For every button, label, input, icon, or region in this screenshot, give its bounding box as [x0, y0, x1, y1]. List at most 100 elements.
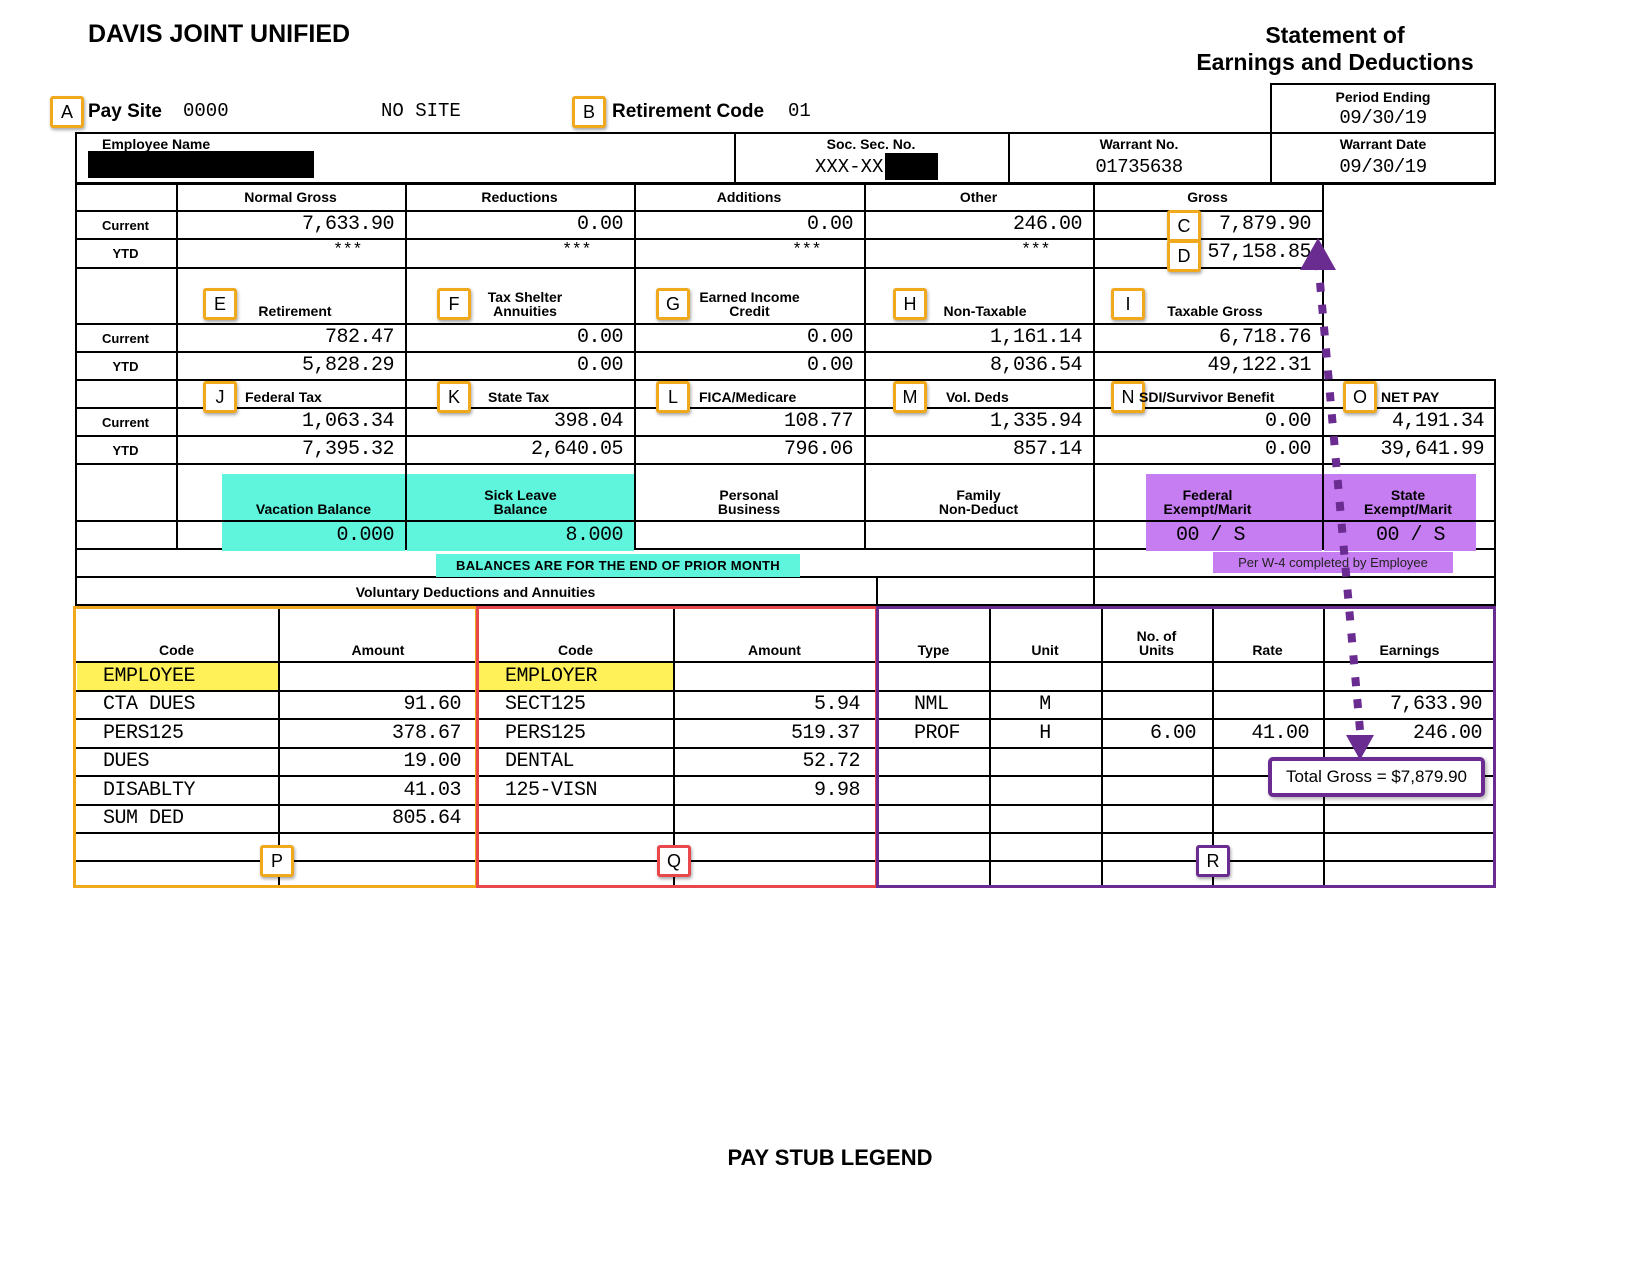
vol-deds-ytd: 857.14 — [1012, 438, 1083, 461]
additions-current: 0.00 — [806, 213, 854, 236]
badge-p: P — [260, 845, 294, 877]
additions-ytd: *** — [791, 241, 822, 260]
retirement-code-value: 01 — [788, 100, 811, 122]
earnings-type-header: Type — [917, 642, 950, 658]
pay-stub-legend-title: PAY STUB LEGEND — [727, 1145, 933, 1170]
net-pay-current: 4,191.34 — [1391, 410, 1485, 433]
employee-amount-5: 805.64 — [391, 807, 462, 830]
earnings-region — [876, 606, 1496, 888]
vacation-balance-value: 0.000 — [336, 524, 394, 547]
ssn-redacted — [885, 153, 938, 180]
earnings-type-1: NML — [914, 693, 949, 716]
header-net-pay: NET PAY — [1381, 389, 1440, 405]
employee-amount-header: Amount — [351, 642, 405, 658]
period-ending-box: Period Ending 09/30/19 — [1270, 83, 1496, 133]
pay-site-code: 0000 — [183, 100, 229, 122]
header-retirement: Retirement — [258, 303, 332, 319]
header-normal-gross: Normal Gross — [244, 189, 337, 205]
reductions-current: 0.00 — [576, 213, 624, 236]
period-ending-label: Period Ending — [1335, 89, 1431, 105]
badge-i: I — [1111, 288, 1145, 320]
vol-deds-current: 1,335.94 — [989, 410, 1083, 433]
ssn-value: XXX-XX- — [815, 156, 895, 178]
retirement-ytd: 5,828.29 — [301, 354, 395, 377]
period-ending-value: 09/30/19 — [1339, 107, 1427, 129]
retirement-current: 782.47 — [324, 326, 395, 349]
sick-highlight — [407, 474, 634, 551]
state-exempt-highlight — [1324, 474, 1476, 551]
employee-name-redacted — [88, 151, 314, 178]
eic-ytd: 0.00 — [806, 354, 854, 377]
row-label-current-1: Current — [102, 218, 149, 233]
taxable-gross-ytd: 49,122.31 — [1207, 354, 1311, 377]
other-current: 246.00 — [1012, 213, 1083, 236]
header-taxable-gross: Taxable Gross — [1167, 303, 1263, 319]
earnings-type-2: PROF — [914, 722, 961, 745]
employee-name-label: Employee Name — [102, 136, 211, 152]
badge-m: M — [893, 381, 927, 413]
employee-code-header: Code — [159, 642, 194, 658]
badge-n: N — [1111, 381, 1145, 413]
employee-group-highlight — [77, 663, 278, 690]
total-gross-callout: Total Gross = $7,879.90 — [1268, 757, 1485, 797]
normal-gross-ytd: *** — [332, 241, 363, 260]
employer-code-1: SECT125 — [505, 693, 586, 716]
fica-ytd: 796.06 — [783, 438, 854, 461]
badge-c: C — [1167, 210, 1201, 242]
gross-current: 7,879.90 — [1218, 213, 1312, 236]
earnings-units-2: 6.00 — [1149, 722, 1197, 745]
tax-shelter-ytd: 0.00 — [576, 354, 624, 377]
earnings-earnings-header: Earnings — [1379, 642, 1440, 658]
earnings-units-header: No. of Units — [1136, 628, 1177, 658]
ssn-label: Soc. Sec. No. — [826, 136, 916, 152]
header-non-taxable: Non-Taxable — [943, 303, 1027, 319]
badge-f: F — [437, 288, 471, 320]
row-label-current-3: Current — [102, 415, 149, 430]
federal-exempt-highlight — [1146, 474, 1322, 551]
sdi-current: 0.00 — [1264, 410, 1312, 433]
employee-group-label: EMPLOYEE — [103, 665, 196, 688]
federal-exempt-value: 00 / S — [1176, 524, 1246, 547]
employee-code-5: SUM DED — [103, 807, 184, 830]
warrant-date-label: Warrant Date — [1339, 136, 1427, 152]
badge-o: O — [1343, 381, 1377, 413]
header-family-non-deduct: Family Non-Deduct — [938, 487, 1019, 517]
header-fica-medicare: FICA/Medicare — [699, 389, 797, 405]
statement-title-line2: Earnings and Deductions — [1196, 49, 1474, 75]
arrow-up-icon — [1300, 238, 1336, 270]
badge-l: L — [656, 381, 690, 413]
warrant-no-value: 01735638 — [1095, 156, 1183, 178]
pay-site-name: NO SITE — [381, 100, 461, 122]
state-tax-ytd: 2,640.05 — [530, 438, 624, 461]
federal-tax-current: 1,063.34 — [301, 410, 395, 433]
tax-shelter-current: 0.00 — [576, 326, 624, 349]
pay-site-label: Pay Site — [88, 101, 162, 122]
w4-note: Per W-4 completed by Employee — [1213, 552, 1453, 573]
badge-e: E — [203, 288, 237, 320]
header-federal-exempt: Federal Exempt/Marit — [1163, 487, 1252, 517]
federal-tax-ytd: 7,395.32 — [301, 438, 395, 461]
badge-b: B — [572, 96, 606, 128]
badge-a: A — [50, 96, 84, 128]
earnings-unit-header: Unit — [1031, 642, 1059, 658]
state-exempt-value: 00 / S — [1376, 524, 1446, 547]
badge-k: K — [437, 381, 471, 413]
employer-code-3: DENTAL — [505, 750, 575, 773]
net-pay-ytd: 39,641.99 — [1380, 438, 1484, 461]
warrant-date-value: 09/30/19 — [1339, 156, 1427, 178]
header-state-exempt: State Exempt/Marit — [1364, 487, 1452, 517]
earnings-unit-1: M — [1039, 693, 1051, 716]
header-sdi-survivor: SDI/Survivor Benefit — [1139, 389, 1275, 405]
earnings-amount-1: 7,633.90 — [1389, 693, 1483, 716]
header-gross: Gross — [1187, 189, 1228, 205]
employer-amount-3: 52.72 — [802, 750, 860, 773]
employer-code-header: Code — [558, 642, 593, 658]
employer-group-label: EMPLOYER — [505, 665, 598, 688]
sick-leave-value: 8.000 — [565, 524, 623, 547]
earnings-rate-2: 41.00 — [1251, 722, 1309, 745]
fica-current: 108.77 — [783, 410, 854, 433]
state-tax-current: 398.04 — [553, 410, 624, 433]
earnings-unit-2: H — [1039, 722, 1051, 745]
header-reductions: Reductions — [481, 189, 558, 205]
header-earned-income-credit: Earned Income Credit — [699, 289, 800, 319]
